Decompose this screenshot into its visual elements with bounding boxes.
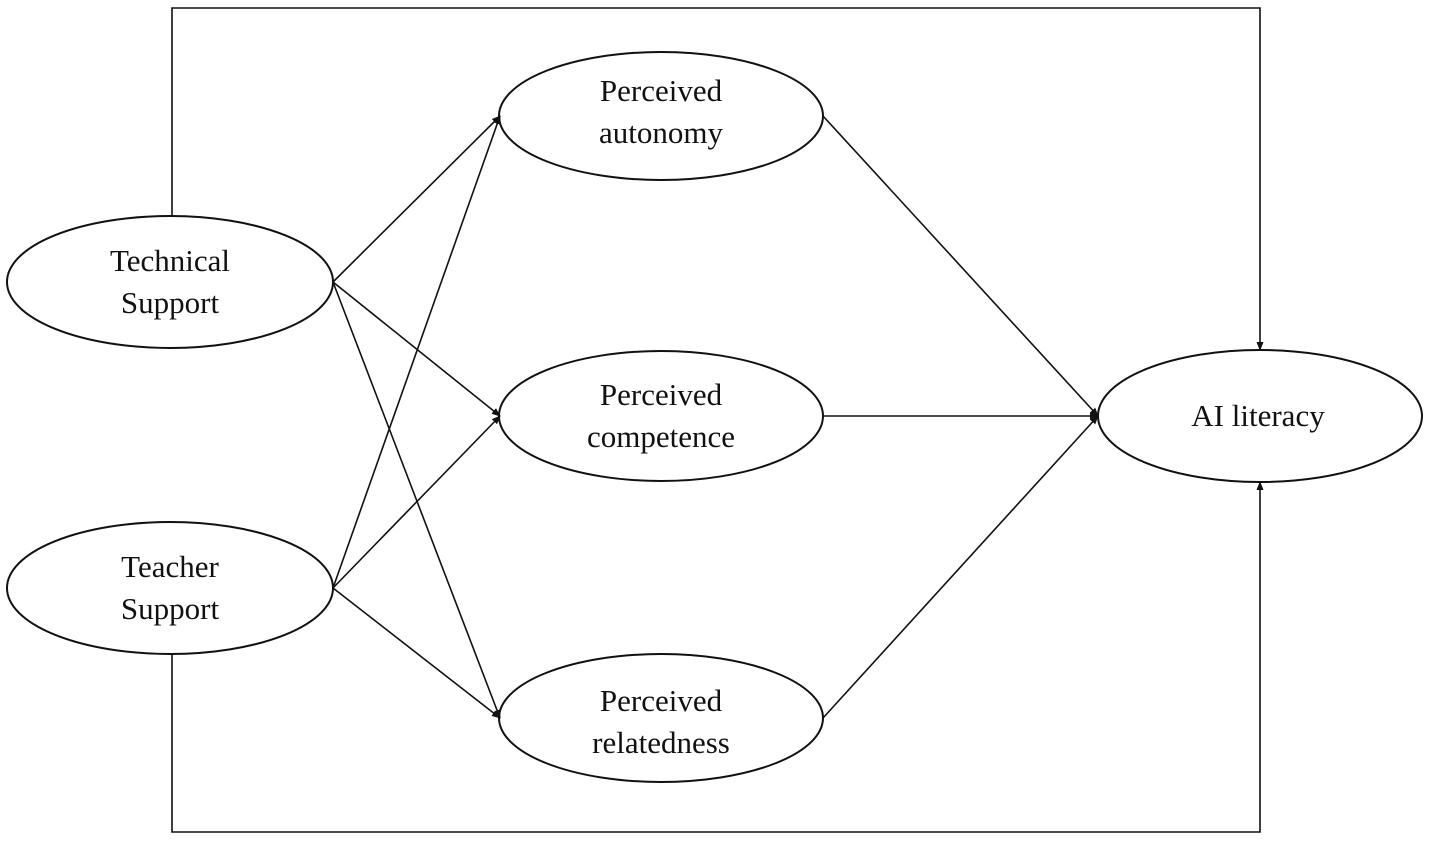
teacher-support-label: Teacher Support — [121, 546, 219, 630]
ai-literacy-label: AI literacy — [1191, 395, 1324, 437]
perceived-autonomy-label: Perceived autonomy — [599, 70, 723, 154]
perceived-relatedness-line2: relatedness — [592, 725, 730, 760]
edge-teacher-to-relatedness — [332, 587, 501, 719]
perceived-competence-label: Perceived competence — [587, 374, 735, 458]
teacher-support-line1: Teacher — [121, 549, 219, 584]
ai-literacy-line1: AI literacy — [1191, 398, 1325, 433]
perceived-relatedness-label: Perceived relatedness — [592, 680, 730, 764]
edge-relatedness-to-ai-literacy — [822, 415, 1099, 719]
perceived-competence-line1: Perceived — [599, 377, 723, 412]
edge-technical-to-autonomy — [332, 115, 501, 283]
perceived-competence-line2: competence — [586, 419, 736, 454]
edge-teacher-direct-to-ai-literacy — [171, 481, 1264, 833]
edge-teacher-to-autonomy — [332, 115, 501, 589]
technical-support-label: Technical Support — [110, 240, 230, 324]
edge-autonomy-to-ai-literacy — [822, 115, 1099, 417]
perceived-relatedness-line1: Perceived — [599, 683, 723, 718]
edge-technical-to-competence — [332, 281, 501, 417]
teacher-support-line2: Support — [120, 591, 220, 626]
perceived-autonomy-line1: Perceived — [599, 73, 723, 108]
technical-support-line2: Support — [120, 285, 220, 320]
perceived-autonomy-line2: autonomy — [599, 115, 723, 150]
edge-teacher-to-competence — [332, 415, 501, 589]
edge-technical-direct-to-ai-literacy — [171, 7, 1264, 351]
edge-technical-to-relatedness — [332, 281, 501, 719]
technical-support-line1: Technical — [109, 243, 231, 278]
